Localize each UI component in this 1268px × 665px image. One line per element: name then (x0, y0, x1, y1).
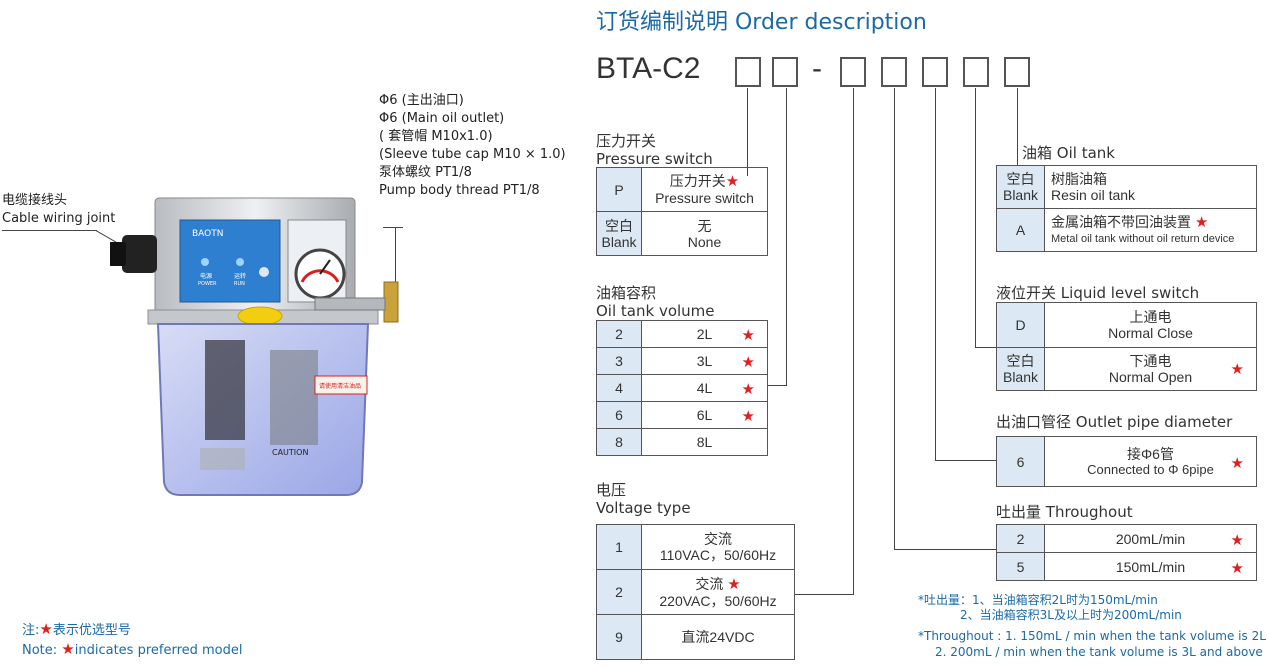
legend-en: Note: ★indicates preferred model (22, 640, 243, 658)
oil-tank-code-a: A (996, 208, 1045, 252)
outlet-pipe-label: 出油口管径 Outlet pipe diameter (996, 413, 1233, 431)
outlet-pipe-table: 6 接Φ6管 Connected to Φ 6pipe ★ (996, 436, 1257, 487)
pressure-option-none: 无 None (641, 211, 768, 256)
connector-voltage (853, 88, 854, 594)
footnote-en-2: 2. 200mL / min when the tank volume is 3… (935, 645, 1263, 659)
legend-cn: 注:★表示优选型号 (22, 620, 131, 638)
code-box-7 (1004, 57, 1030, 87)
volume-code: 3 (596, 347, 642, 375)
level-switch-table: D 上通电 Normal Close 空白 Blank 下通电 Normal O… (996, 302, 1257, 391)
voltage-code: 1 (596, 524, 642, 570)
outlet-leader-h (383, 227, 403, 228)
throughout-label: 吐出量 Throughout (996, 503, 1133, 521)
outlet-code-6: 6 (996, 436, 1045, 487)
level-switch-label: 液位开关 Liquid level switch (996, 284, 1200, 302)
run-text: 运转 (234, 272, 246, 280)
voltage-label: 电压 Voltage type (596, 481, 691, 517)
model-code: BTA-C2 (596, 52, 701, 85)
oil-tank-option-resin: 树脂油箱 Resin oil tank (1044, 165, 1257, 209)
caution-text: CAUTION (272, 448, 308, 457)
voltage-option-220: 交流 ★ 220VAC，50/60Hz (641, 569, 795, 615)
voltage-code: 2 (596, 569, 642, 615)
volume-value: 3L★ (641, 347, 768, 375)
connector-level (975, 88, 976, 348)
connector-voltage-h (795, 594, 854, 595)
brand-logo: BAOTN (192, 229, 224, 239)
connector-volume (786, 88, 787, 385)
oil-tank-table: 空白 Blank 树脂油箱 Resin oil tank A 金属油箱不带回油装… (996, 165, 1257, 252)
volume-code: 6 (596, 401, 642, 429)
footnote-cn-2: 2、当油箱容积3L及以上时为200mL/min (960, 608, 1182, 622)
throughout-code: 2 (996, 524, 1045, 553)
lubrication-pump-image: BAOTN 电源 POWER 运转 RUN 请使用清洁油品 CAUTION (110, 197, 399, 496)
code-box-5 (922, 57, 948, 87)
volume-code: 2 (596, 320, 642, 348)
voltage-table: 1 交流 110VAC，50/60Hz 2 交流 ★ 220VAC，50/60H… (596, 524, 795, 660)
pressure-option-p: 压力开关★ Pressure switch (641, 167, 768, 212)
connector-outlet-h (935, 460, 996, 461)
pressure-code-p: P (596, 167, 642, 212)
pressure-code-blank: 空白 Blank (596, 211, 642, 256)
page-title: 订货编制说明 Order description (596, 10, 927, 35)
oil-tank-code-blank: 空白 Blank (996, 165, 1045, 209)
level-code-d: D (996, 302, 1045, 348)
throughout-value: 200mL/min★ (1044, 524, 1257, 553)
volume-code: 4 (596, 374, 642, 402)
code-box-6 (963, 57, 989, 87)
oil-tank-option-metal: 金属油箱不带回油装置 ★ Metal oil tank without oil … (1044, 208, 1257, 252)
footnote-cn-1: *吐出量：1、当油箱容积2L时为150mL/min (918, 593, 1158, 607)
level-code-blank: 空白 Blank (996, 347, 1045, 391)
oil-tank-label: 油箱 Oil tank (1022, 144, 1115, 162)
connector-throughout (894, 88, 895, 550)
volume-code: 8 (596, 428, 642, 456)
tank-volume-label: 油箱容积 Oil tank volume (596, 284, 715, 320)
outlet-option-6: 接Φ6管 Connected to Φ 6pipe ★ (1044, 436, 1257, 487)
volume-value: 4L★ (641, 374, 768, 402)
volume-value: 2L★ (641, 320, 768, 348)
level-option-open: 下通电 Normal Open ★ (1044, 347, 1257, 391)
level-option-close: 上通电 Normal Close (1044, 302, 1257, 348)
volume-value: 6L★ (641, 401, 768, 429)
cable-leader-h (2, 230, 97, 231)
reminder-text: 请使用清洁油品 (319, 382, 361, 390)
throughout-value: 150mL/min★ (1044, 552, 1257, 581)
pressure-table: P 压力开关★ Pressure switch 空白 Blank 无 None (596, 167, 768, 256)
voltage-option-110: 交流 110VAC，50/60Hz (641, 524, 795, 570)
outlet-leader-v (395, 227, 396, 285)
throughout-code: 5 (996, 552, 1045, 581)
outlet-annotation: Φ6 (主出油口) Φ6 (Main oil outlet) ( 套管帽 M10… (379, 93, 566, 198)
connector-level-h (975, 347, 996, 348)
code-box-1 (735, 57, 761, 87)
connector-outlet (935, 88, 936, 461)
code-box-2 (772, 57, 798, 87)
run-text-en: RUN (234, 281, 245, 287)
throughout-table: 2 200mL/min★ 5 150mL/min★ (996, 524, 1257, 581)
cable-label: 电缆接线头 Cable wiring joint (2, 193, 116, 226)
voltage-code: 9 (596, 614, 642, 660)
volume-value: 8L (641, 428, 768, 456)
connector-pressure (747, 88, 748, 176)
connector-tank (1017, 88, 1018, 165)
model-dash: - (812, 52, 822, 85)
pressure-label: 压力开关 Pressure switch (596, 132, 713, 168)
code-box-3 (840, 57, 866, 87)
connector-volume-h (767, 385, 787, 386)
power-text: 电源 (200, 272, 212, 280)
code-box-4 (881, 57, 907, 87)
voltage-option-24vdc: 直流24VDC (641, 614, 795, 660)
power-text-en: POWER (198, 281, 217, 287)
footnote-en-1: *Throughout : 1. 150mL / min when the ta… (918, 629, 1266, 643)
connector-throughout-h (894, 549, 996, 550)
